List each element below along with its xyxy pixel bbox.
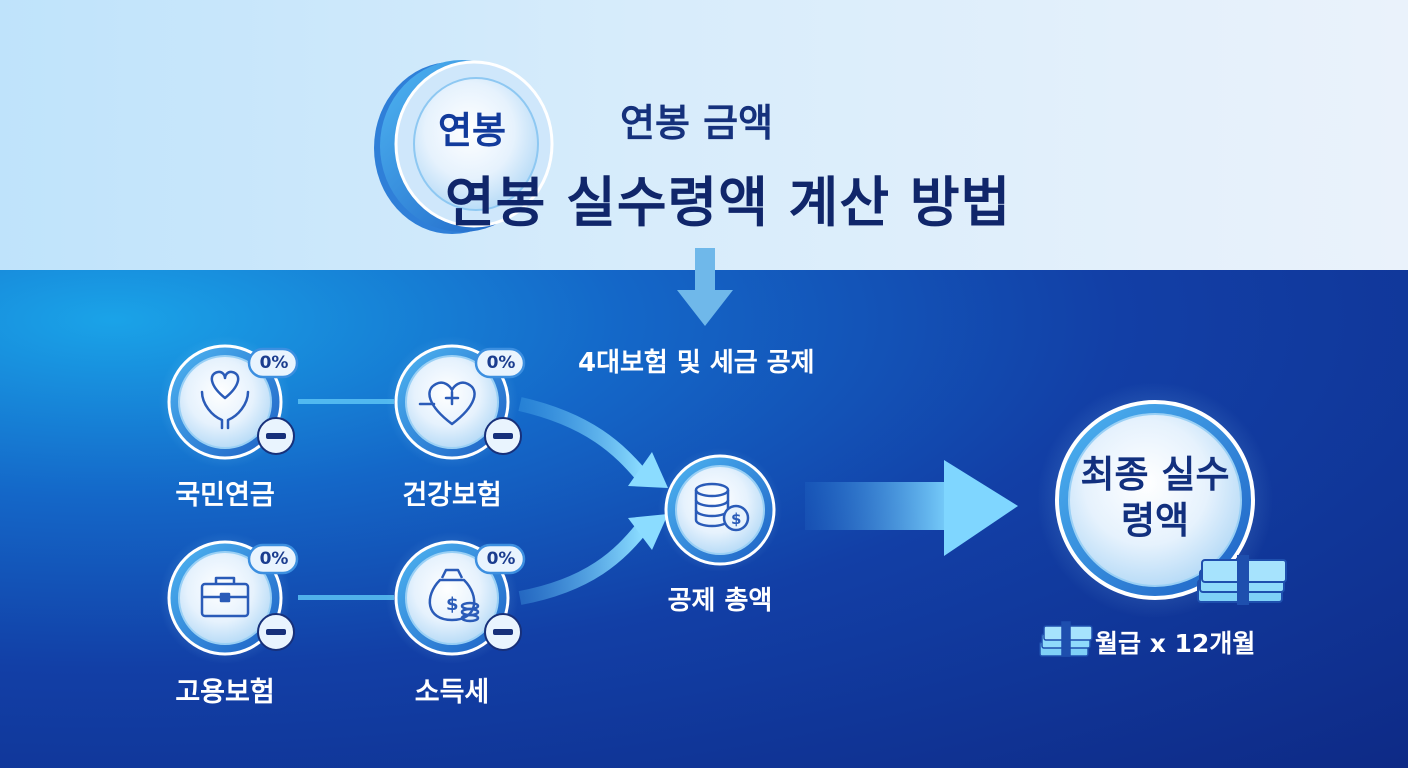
- page-subtitle: 연봉 금액: [620, 101, 774, 145]
- item-label-employment: 고용보험: [175, 677, 275, 708]
- item-label-income-tax: 소득세: [414, 677, 490, 708]
- rate-badge-income-tax: 0%: [486, 549, 516, 569]
- monthly-label: 월급 x 12개월: [1095, 629, 1256, 658]
- big-arrow-icon: [805, 460, 1018, 556]
- page-title: 연봉 실수령액 계산 방법: [445, 171, 1012, 234]
- total-coin: [658, 448, 782, 572]
- header-background: [0, 0, 1408, 270]
- money-bag-icon: $: [428, 568, 480, 623]
- connector-lines: [298, 399, 394, 600]
- cash-stack-icon: [1197, 555, 1287, 605]
- header-coin-label: 연봉: [438, 109, 507, 152]
- svg-text:$: $: [731, 510, 741, 528]
- rate-badge-pension: 0%: [259, 353, 289, 373]
- deduction-label: 4대보험 및 세금 공제: [578, 348, 815, 378]
- rate-badge-employment: 0%: [259, 549, 289, 569]
- down-arrow-icon: [677, 248, 733, 326]
- heart-hands-icon: [200, 370, 250, 430]
- total-label: 공제 총액: [667, 586, 773, 616]
- final-label: 최종 실수령액: [1080, 453, 1230, 542]
- coin-stack-icon: $: [694, 482, 750, 532]
- item-label-pension: 국민연금: [175, 480, 275, 511]
- heart-cross-icon: [418, 381, 476, 426]
- item-label-health: 건강보험: [402, 480, 502, 511]
- rate-badge-health: 0%: [486, 353, 516, 373]
- minus-icon: [257, 417, 522, 651]
- svg-text:$: $: [446, 594, 459, 615]
- rate-badges: [247, 347, 526, 575]
- curved-arrows: [518, 397, 668, 605]
- small-cash-icon: [1039, 621, 1093, 657]
- briefcase-icon: [200, 576, 250, 618]
- header-coin: [374, 60, 554, 234]
- final-coin: [1037, 382, 1273, 618]
